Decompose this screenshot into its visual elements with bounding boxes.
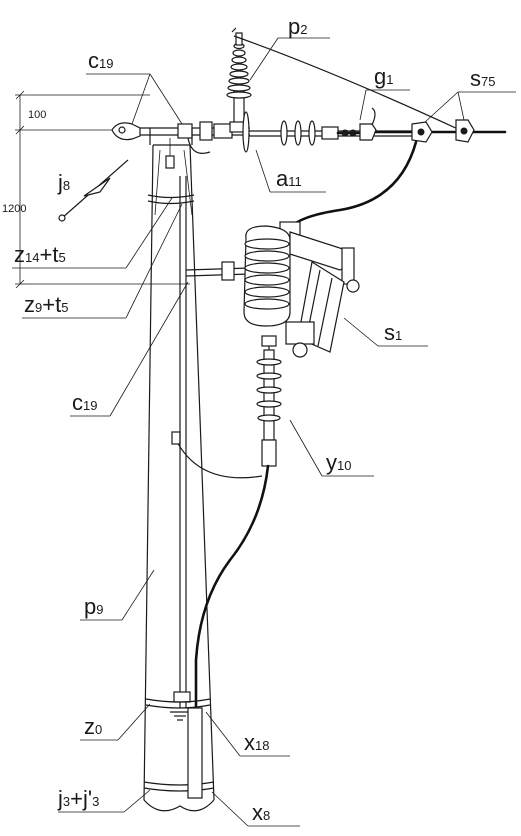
label-s75: s75 (470, 66, 495, 91)
label-z14-t5: z14+t5 (14, 242, 66, 267)
label-c19-mid: c19 (72, 390, 97, 415)
label-x18: x18 (244, 730, 269, 755)
drop-out-fuse-cutout (185, 225, 360, 358)
label-g1: g1 (374, 64, 393, 89)
component-labels: p2 c19 g1 s75 a11 j8 z14+t5 z9+t5 s1 c19… (14, 14, 495, 825)
ground-rod-symbol (58, 159, 129, 222)
crossarm (111, 121, 250, 169)
utility-pole (143, 144, 215, 812)
jumper-lead-to-cutout (279, 140, 418, 237)
ground-and-cable-leads (170, 176, 270, 792)
pin-insulator (226, 32, 252, 133)
dimension-100: 100 (28, 109, 46, 121)
label-p2: p2 (288, 14, 307, 39)
surge-arrester (256, 346, 282, 467)
label-j3-j3prime: j3+j'3 (57, 786, 99, 811)
dimension-1200: 1200 (2, 203, 26, 215)
suspension-insulator-string (242, 107, 507, 153)
label-leaders (12, 37, 516, 827)
label-s1: s1 (384, 320, 402, 345)
dimension-marks: 100 1200 (2, 90, 190, 289)
label-p9: p9 (84, 594, 103, 619)
pole-bands (143, 194, 215, 799)
label-y10: y10 (326, 450, 351, 475)
label-z0: z0 (84, 714, 102, 739)
label-j8: j8 (57, 170, 70, 195)
overhead-conductor (231, 27, 475, 143)
label-c19-top: c19 (88, 48, 113, 73)
label-z9-t5: z9+t5 (24, 292, 68, 317)
label-a11: a11 (276, 166, 302, 191)
label-x8: x8 (252, 800, 270, 825)
